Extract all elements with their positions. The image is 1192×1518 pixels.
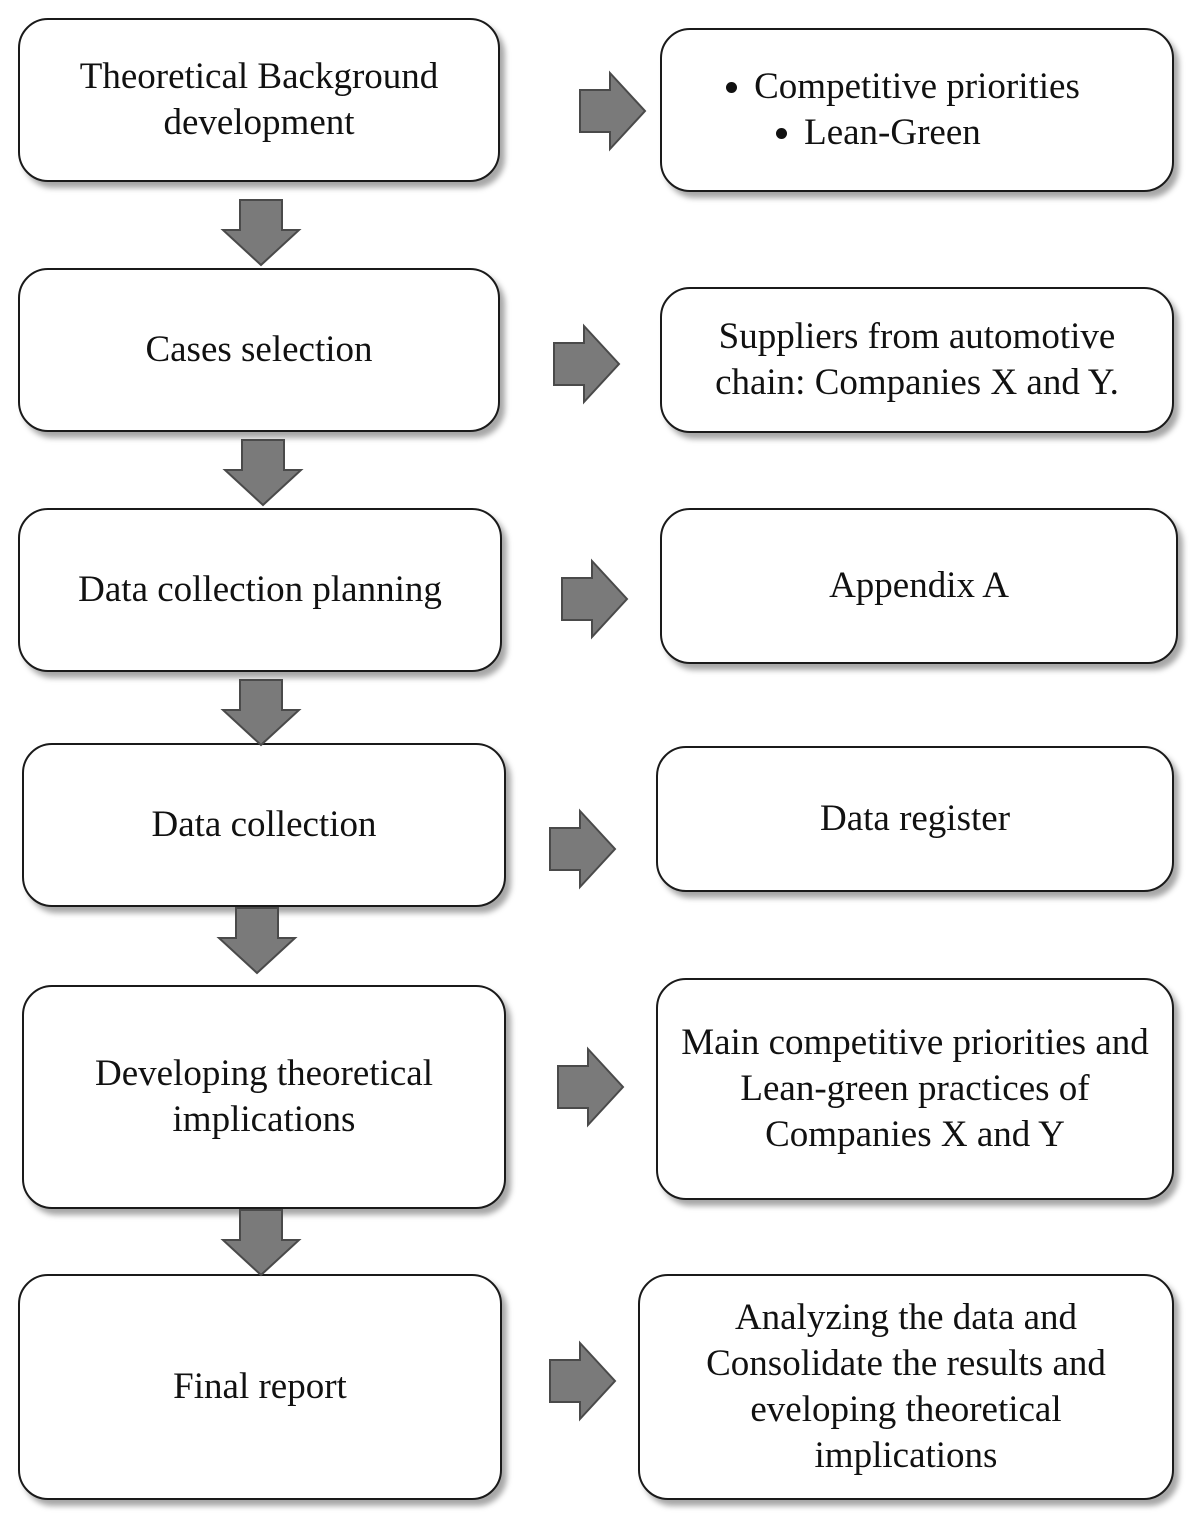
step-label: Theoretical Background development [79, 56, 439, 143]
step-label: Data collection planning [78, 569, 442, 610]
output-label: Appendix A [829, 565, 1009, 606]
down-arrow-icon [216, 907, 298, 975]
down-arrow-icon [220, 199, 302, 267]
step-final-report: Final report [18, 1274, 502, 1500]
step-data-collection-planning: Data collection planning [18, 508, 502, 672]
output-label: Data register [819, 798, 1011, 839]
step-developing-implications: Developing theoretical implications [22, 985, 506, 1209]
output-final-report: Analyzing the data and Consolidate the r… [638, 1274, 1174, 1500]
step-data-collection: Data collection [22, 743, 506, 907]
output-label: Suppliers from automotive chain: Compani… [715, 316, 1119, 403]
step-label: Data collection [151, 804, 377, 845]
right-arrow-icon [553, 323, 621, 405]
output-data-collection-planning: Appendix A [660, 508, 1178, 664]
down-arrow-icon [220, 679, 302, 747]
right-arrow-icon [557, 1046, 625, 1128]
output-theoretical-background: Competitive priorities Lean-Green [660, 28, 1174, 192]
step-cases-selection: Cases selection [18, 268, 500, 432]
step-label: Final report [173, 1366, 347, 1407]
output-bullet: Competitive priorities [754, 64, 1080, 110]
down-arrow-icon [222, 439, 304, 507]
right-arrow-icon [561, 558, 629, 640]
right-arrow-icon [549, 808, 617, 890]
right-arrow-icon [579, 70, 647, 152]
output-bullet: Lean-Green [804, 110, 1080, 156]
step-label: Cases selection [145, 329, 373, 370]
output-developing-implications: Main competitive priorities and Lean-gre… [656, 978, 1174, 1200]
output-cases-selection: Suppliers from automotive chain: Compani… [660, 287, 1174, 433]
output-label: Analyzing the data and Consolidate the r… [706, 1297, 1106, 1476]
output-bullet-list: Competitive priorities Lean-Green [754, 64, 1080, 156]
right-arrow-icon [549, 1340, 617, 1422]
down-arrow-icon [220, 1209, 302, 1277]
output-label: Main competitive priorities and Lean-gre… [681, 1022, 1149, 1155]
step-label: Developing theoretical implications [94, 1053, 433, 1140]
output-data-collection: Data register [656, 746, 1174, 892]
step-theoretical-background: Theoretical Background development [18, 18, 500, 182]
